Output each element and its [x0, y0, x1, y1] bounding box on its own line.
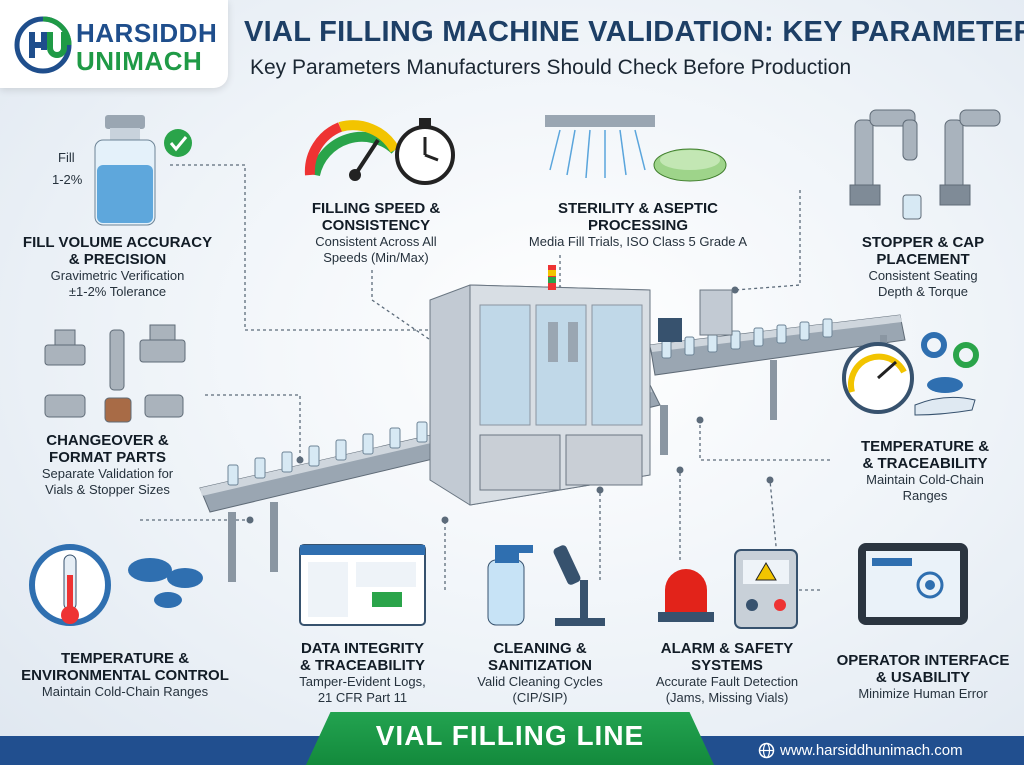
- brand-line1: HARSIDDH: [76, 18, 218, 48]
- conveyor-vials: [227, 318, 833, 486]
- param-filling-speed-title1: FILLING SPEED &: [311, 200, 441, 217]
- param-data-integrity-title1: DATA INTEGRITY: [300, 640, 425, 657]
- param-filling-speed-desc2: Speeds (Min/Max): [323, 250, 429, 265]
- param-changeover-title2: FORMAT PARTS: [49, 449, 166, 466]
- param-filling-speed-desc1: Consistent Across All: [315, 234, 437, 249]
- data-dashboard-icon: [299, 544, 426, 626]
- param-operator-title1: OPERATOR INTERFACE: [836, 652, 1010, 669]
- logo-mark-icon: [14, 16, 72, 74]
- param-temp-environment-title2: ENVIRONMENTAL CONTROL: [21, 667, 229, 684]
- checkmark-icon: [164, 129, 192, 157]
- alarm-light-icon: [658, 569, 714, 622]
- param-filling-speed-title2: CONSISTENCY: [321, 217, 431, 234]
- filling-machine-illustration: [429, 265, 733, 506]
- format-parts-icon: [44, 324, 186, 423]
- param-operator-desc1: Minimize Human Error: [858, 686, 988, 701]
- param-data-integrity: DATA INTEGRITY & TRACEABILITY Tamper-Evi…: [280, 640, 445, 706]
- param-alarm-title1: ALARM & SAFETY: [660, 640, 794, 657]
- param-fill-volume-title2: & PRECISION: [68, 251, 167, 268]
- control-panel-icon: [734, 549, 798, 629]
- microscope-icon: [553, 545, 605, 626]
- param-temp-environment-desc1: Maintain Cold-Chain Ranges: [41, 684, 209, 699]
- hand-icon: [914, 377, 976, 416]
- param-changeover-title1: CHANGEOVER &: [46, 432, 169, 449]
- param-sterility-title1: STERILITY & ASEPTIC: [557, 200, 719, 217]
- param-alarm-desc1: Accurate Fault Detection: [655, 674, 799, 689]
- robot-arm-icon: [849, 109, 1001, 220]
- laminar-flow-icon: [545, 115, 655, 179]
- param-stopper-title2: PLACEMENT: [876, 251, 970, 268]
- param-filling-speed: FILLING SPEED & CONSISTENCY Consistent A…: [292, 200, 460, 266]
- footer-banner: [306, 712, 714, 765]
- param-temp-traceability-title2: & TRACEABILITY: [862, 455, 988, 472]
- param-data-integrity-title2: & TRACEABILITY: [300, 657, 425, 674]
- param-temp-environment: TEMPERATURE & ENVIRONMENTAL CONTROL Main…: [6, 650, 244, 700]
- param-fill-volume-title1: FILL VOLUME ACCURACY: [22, 234, 213, 251]
- tablet-icon: [858, 543, 968, 625]
- brand-line2: UNIMACH: [76, 46, 203, 76]
- page-title: VIAL FILLING MACHINE VALIDATION: KEY PAR…: [244, 16, 1024, 48]
- param-changeover-desc1: Separate Validation for: [41, 466, 174, 481]
- speed-gauge-icon: [304, 120, 400, 181]
- param-temp-traceability-title1: TEMPERATURE &: [860, 438, 990, 455]
- vial-fill-label: Fill: [58, 150, 75, 165]
- param-temp-traceability: TEMPERATURE & & TRACEABILITY Maintain Co…: [832, 438, 1018, 504]
- param-operator-title2: & USABILITY: [875, 669, 971, 686]
- gear-icon: [921, 332, 947, 358]
- param-sterility-desc1: Media Fill Trials, ISO Class 5 Grade A: [528, 234, 748, 249]
- footer-banner-text: VIAL FILLING LINE: [375, 720, 645, 751]
- petri-dish-icon: [653, 148, 727, 182]
- temperature-gauge-icon: [842, 342, 914, 414]
- param-sterility: STERILITY & ASEPTIC PROCESSING Media Fil…: [508, 200, 768, 250]
- spray-bottle-icon: [487, 545, 533, 626]
- vial-tolerance-label: 1-2%: [52, 172, 83, 187]
- param-stopper-title1: STOPPER & CAP: [861, 234, 985, 251]
- param-stopper-desc1: Consistent Seating: [868, 268, 978, 283]
- param-fill-volume-desc2: ±1-2% Tolerance: [68, 284, 167, 299]
- param-data-integrity-desc1: Tamper-Evident Logs,: [299, 674, 426, 689]
- param-fill-volume-desc1: Gravimetric Verification: [50, 268, 185, 283]
- param-stopper: STOPPER & CAP PLACEMENT Consistent Seati…: [828, 234, 1018, 300]
- page-subtitle: Key Parameters Manufacturers Should Chec…: [250, 56, 852, 79]
- stopwatch-icon: [395, 118, 455, 185]
- param-alarm-desc2: (Jams, Missing Vials): [665, 690, 789, 705]
- param-alarm: ALARM & SAFETY SYSTEMS Accurate Fault De…: [632, 640, 822, 706]
- param-cleaning-desc1: Valid Cleaning Cycles: [477, 674, 603, 689]
- param-operator: OPERATOR INTERFACE & USABILITY Minimize …: [826, 652, 1020, 702]
- thermometer-icon: [29, 544, 111, 626]
- param-cleaning: CLEANING & SANITIZATION Valid Cleaning C…: [460, 640, 620, 706]
- globe-icon: [758, 742, 775, 759]
- world-map-icon: [128, 558, 203, 608]
- param-changeover: CHANGEOVER & FORMAT PARTS Separate Valid…: [10, 432, 205, 498]
- param-stopper-desc2: Depth & Torque: [877, 284, 969, 299]
- website-link[interactable]: www.harsiddhunimach.com: [780, 742, 963, 759]
- param-temp-environment-title1: TEMPERATURE &: [60, 650, 190, 667]
- param-cleaning-title1: CLEANING &: [493, 640, 587, 657]
- param-fill-volume: FILL VOLUME ACCURACY & PRECISION Gravime…: [10, 234, 225, 300]
- param-temp-traceability-desc1: Maintain Cold-Chain: [866, 472, 984, 487]
- vial-icon: [94, 115, 156, 226]
- param-alarm-title2: SYSTEMS: [691, 657, 763, 674]
- gear-icon: [953, 342, 979, 368]
- param-cleaning-title2: SANITIZATION: [488, 657, 592, 674]
- param-changeover-desc2: Vials & Stopper Sizes: [45, 482, 170, 497]
- param-cleaning-desc2: (CIP/SIP): [512, 690, 568, 705]
- param-data-integrity-desc2: 21 CFR Part 11: [317, 690, 408, 705]
- param-sterility-title2: PROCESSING: [587, 217, 689, 234]
- param-temp-traceability-desc2: Ranges: [902, 488, 948, 503]
- connector-lines: [140, 164, 830, 591]
